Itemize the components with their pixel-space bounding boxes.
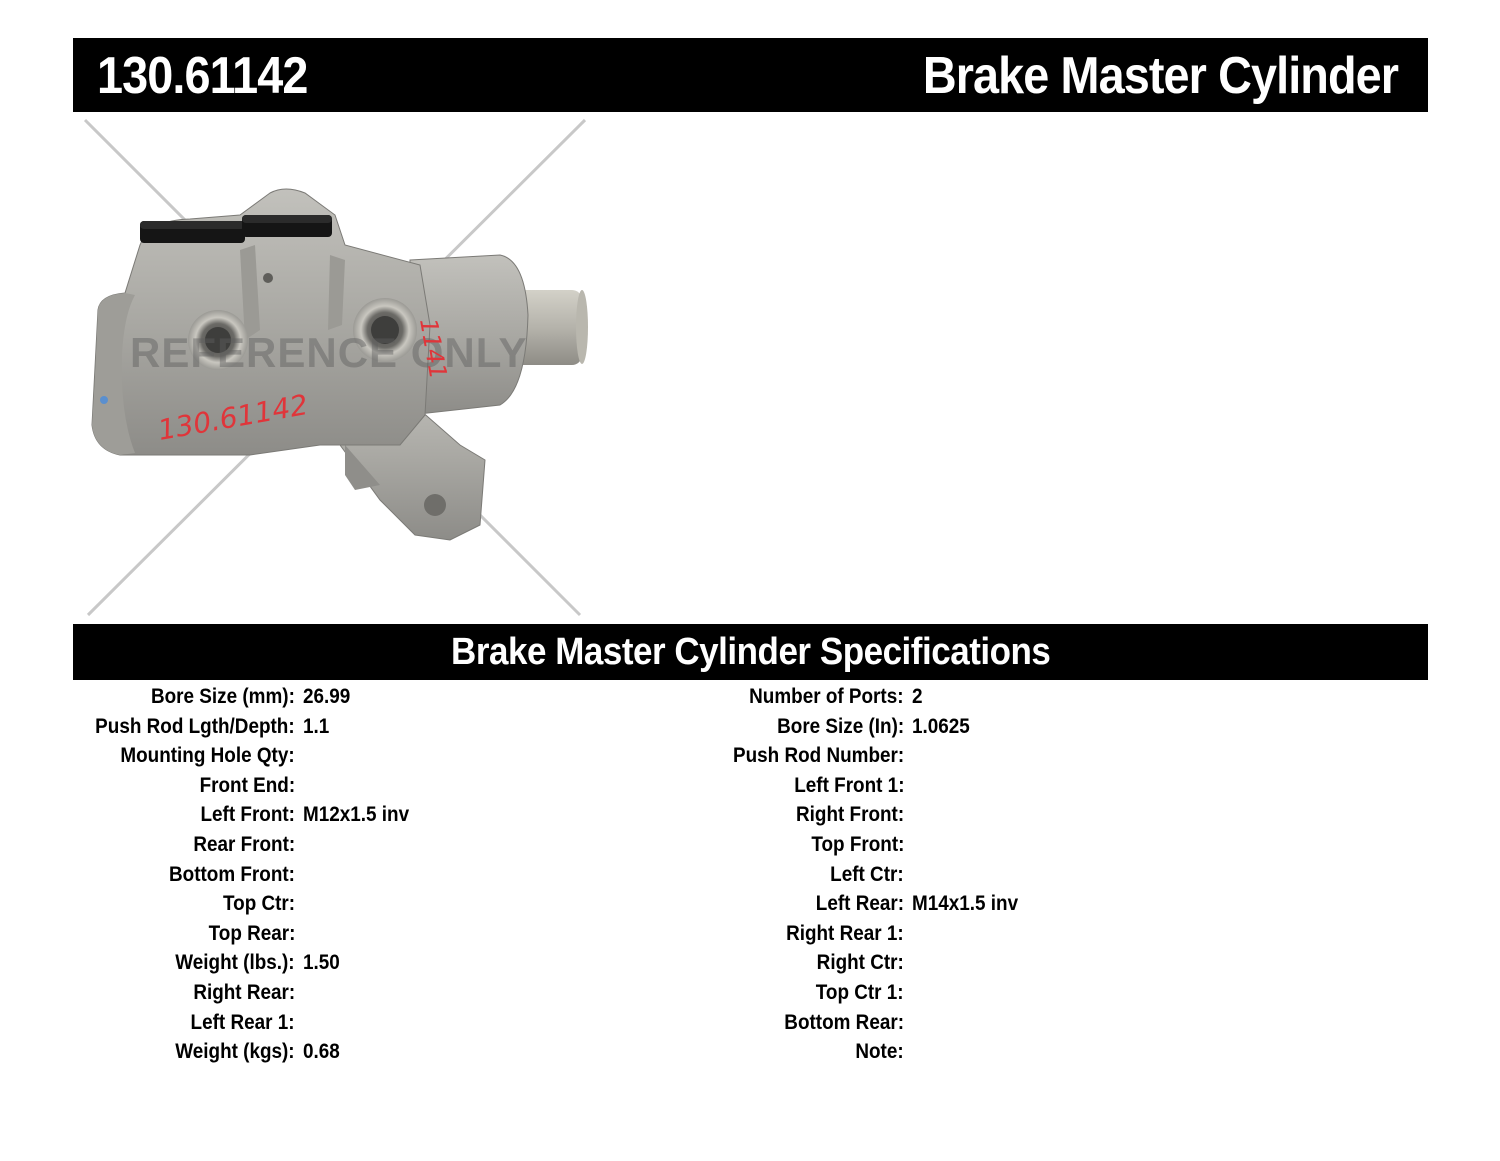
spec-row: Right Front:: [680, 800, 1180, 830]
spec-label: Left Rear:: [815, 892, 904, 916]
spec-row: Right Ctr:: [680, 948, 1180, 978]
spec-row: Left Ctr:: [680, 860, 1180, 890]
spec-label: Bottom Rear:: [784, 1010, 904, 1034]
spec-value: M12x1.5 inv: [303, 803, 410, 827]
spec-row: Top Ctr:: [73, 889, 573, 919]
spec-value: 26.99: [303, 685, 351, 708]
spec-row: Left Rear 1:: [73, 1008, 573, 1038]
spec-row: Left Rear: M14x1.5 inv: [680, 889, 1180, 919]
spec-row: Bottom Front:: [73, 860, 573, 890]
spec-row: Note:: [680, 1037, 1180, 1067]
spec-label: Left Front 1:: [793, 773, 904, 797]
spec-row: Top Front:: [680, 830, 1180, 860]
spec-value: 0.68: [303, 1040, 340, 1064]
spec-row: Left Front: M12x1.5 inv: [73, 800, 573, 830]
spec-row: Weight (lbs.): 1.50: [73, 948, 573, 978]
spec-label: Number of Ports:: [749, 685, 904, 708]
spec-value: 1.50: [303, 951, 340, 975]
spec-label: Bottom Front:: [169, 862, 295, 886]
watermark-text: REFERENCE ONLY: [130, 329, 528, 376]
specifications-bar: Brake Master Cylinder Specifications: [73, 624, 1428, 680]
spec-label: Left Ctr:: [830, 862, 904, 886]
header-bar: 130.61142 Brake Master Cylinder: [73, 38, 1428, 112]
spec-row: Mounting Hole Qty:: [73, 741, 573, 771]
spec-row: Right Rear 1:: [680, 919, 1180, 949]
product-title: Brake Master Cylinder: [922, 47, 1399, 105]
spec-label: Front End:: [199, 773, 295, 797]
spec-row: Weight (kgs): 0.68: [73, 1037, 573, 1067]
spec-label: Bore Size (mm):: [151, 685, 295, 708]
spec-label: Note:: [855, 1040, 904, 1064]
spec-label: Push Rod Lgth/Depth:: [95, 714, 295, 738]
spec-label: Left Front:: [200, 803, 295, 827]
spec-row: Number of Ports: 2: [680, 682, 1180, 712]
spec-row: Rear Front:: [73, 830, 573, 860]
spec-row: Right Rear:: [73, 978, 573, 1008]
spec-row: Top Rear:: [73, 919, 573, 949]
spec-label: Bore Size (In):: [776, 714, 904, 738]
spec-row: Bottom Rear:: [680, 1008, 1180, 1038]
spec-label: Weight (kgs):: [175, 1040, 295, 1064]
spec-label: Mounting Hole Qty:: [120, 744, 295, 768]
spec-label: Right Ctr:: [816, 951, 904, 975]
spec-row: Left Front 1:: [680, 771, 1180, 801]
spec-row: Push Rod Number:: [680, 741, 1180, 771]
spec-label: Top Ctr 1:: [816, 980, 904, 1004]
spec-row: Push Rod Lgth/Depth: 1.1: [73, 712, 573, 742]
spec-value: 1.1: [303, 714, 330, 738]
spec-label: Push Rod Number:: [732, 744, 904, 768]
spec-label: Top Rear:: [208, 921, 295, 945]
spec-label: Right Front:: [795, 803, 904, 827]
spec-value: 2: [912, 685, 923, 708]
spec-label: Left Rear 1:: [191, 1010, 295, 1034]
spec-label: Top Front:: [810, 832, 904, 856]
spec-label: Weight (lbs.):: [175, 951, 295, 975]
spec-row: Front End:: [73, 771, 573, 801]
spec-label: Top Ctr:: [222, 892, 295, 916]
part-number: 130.61142: [97, 47, 308, 105]
spec-row: Bore Size (In): 1.0625: [680, 712, 1180, 742]
product-photo: REFERENCE ONLY 130.61142 1141: [80, 115, 590, 620]
master-cylinder-image: REFERENCE ONLY 130.61142 1141: [83, 118, 588, 617]
spec-row: Top Ctr 1:: [680, 978, 1180, 1008]
spec-label: Rear Front:: [193, 832, 295, 856]
specifications-title: Brake Master Cylinder Specifications: [450, 631, 1051, 673]
spec-row: Bore Size (mm): 26.99: [73, 682, 573, 712]
spec-label: Right Rear:: [193, 980, 295, 1004]
spec-label: Right Rear 1:: [786, 921, 904, 945]
spec-value: M14x1.5 inv: [912, 892, 1019, 916]
spec-value: 1.0625: [912, 714, 970, 738]
